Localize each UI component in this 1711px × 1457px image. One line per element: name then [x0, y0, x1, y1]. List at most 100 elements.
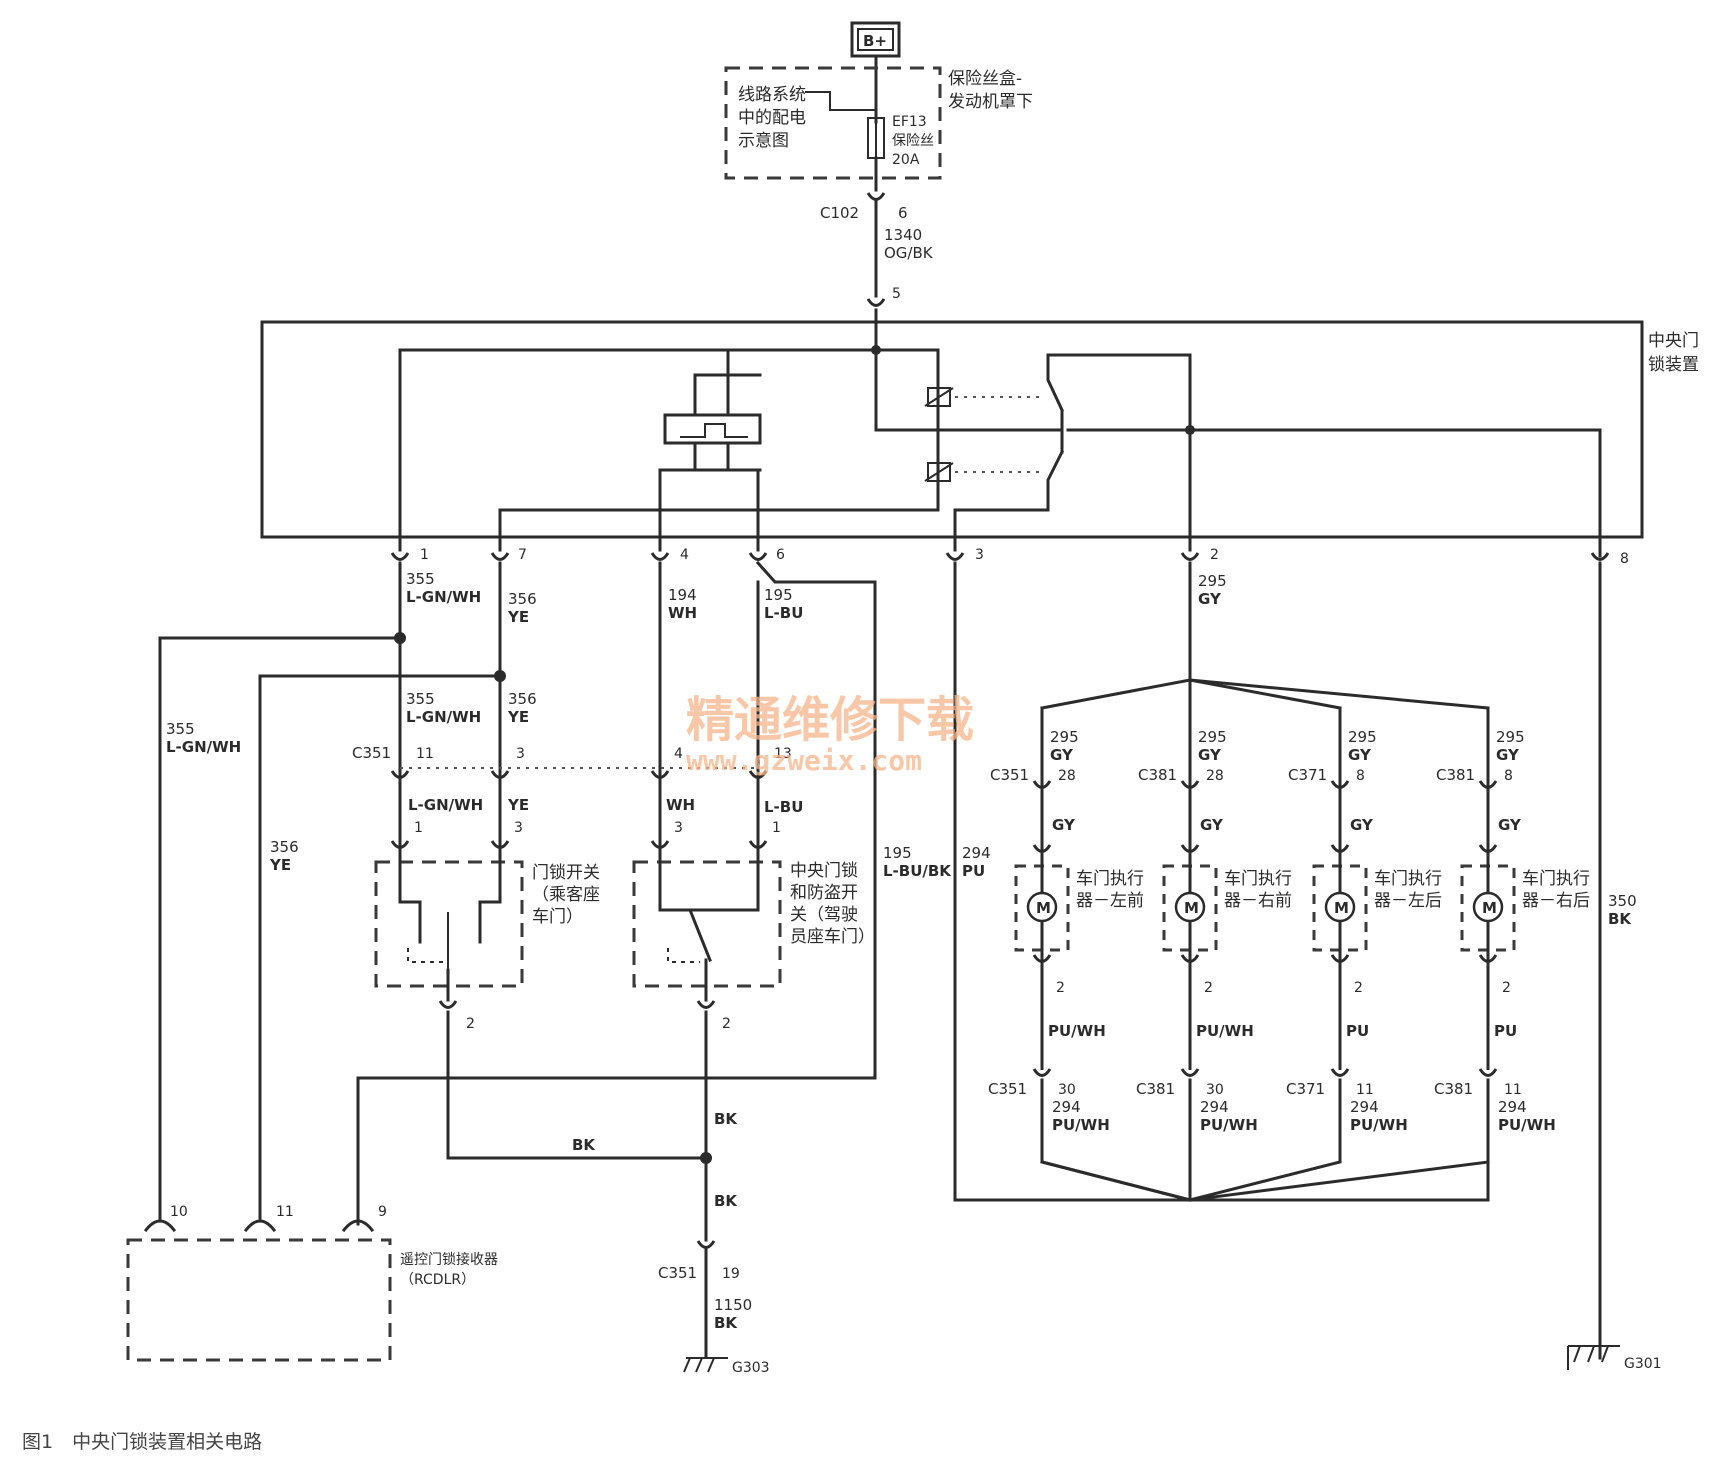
svg-text:2: 2	[1210, 547, 1219, 563]
actuator-top-connector: C351	[990, 766, 1029, 784]
actuator-bottom-color: PU/WH	[1048, 1022, 1106, 1040]
actuator-bottom-pin: 2	[1502, 980, 1511, 996]
c351-connector-row: C351 11 3 4 13	[352, 744, 792, 779]
actuator-top-circuit: 295	[1348, 728, 1377, 746]
motor-icon	[1324, 891, 1356, 923]
svg-text:BK: BK	[714, 1110, 738, 1128]
svg-text:BK: BK	[572, 1136, 596, 1154]
actuator-return-color: PU/WH	[1498, 1116, 1556, 1134]
fuse-ef13: EF13 保险丝 20A	[867, 114, 934, 168]
svg-text:1: 1	[772, 820, 781, 836]
actuator-return-color: PU/WH	[1350, 1116, 1408, 1134]
svg-text:3: 3	[514, 820, 523, 836]
svg-text:356: 356	[508, 590, 537, 608]
motor-icon	[1026, 891, 1058, 923]
svg-text:9: 9	[378, 1204, 387, 1220]
svg-text:350: 350	[1608, 892, 1637, 910]
actuator-bottom-connector-pin: 11	[1356, 1082, 1374, 1098]
svg-text:遥控门锁接收器: 遥控门锁接收器	[400, 1251, 498, 1268]
svg-text:和防盗开: 和防盗开	[790, 883, 858, 903]
svg-text:YE: YE	[269, 856, 291, 874]
svg-text:YE: YE	[507, 608, 529, 626]
actuator-top-pin: 28	[1058, 768, 1076, 784]
actuator-position: 器－左后	[1374, 891, 1442, 911]
svg-text:294: 294	[962, 844, 991, 862]
svg-text:10: 10	[170, 1204, 188, 1220]
svg-text:BK: BK	[714, 1192, 738, 1210]
svg-text:355: 355	[166, 720, 195, 738]
actuator-bottom-connector-pin: 30	[1206, 1082, 1224, 1098]
svg-text:2: 2	[466, 1016, 475, 1032]
svg-text:355: 355	[406, 690, 435, 708]
actuator-bottom-pin: 2	[1204, 980, 1213, 996]
c102-connector	[866, 191, 886, 201]
actuator-bottom-pin: 2	[1354, 980, 1363, 996]
actuator-name: 车门执行	[1522, 869, 1590, 889]
switch-ground-pins: 2 2	[438, 999, 731, 1032]
actuator-gy-label: GY	[1498, 816, 1522, 834]
svg-text:2: 2	[722, 1016, 731, 1032]
svg-text:4: 4	[674, 746, 683, 762]
svg-text:中的配电: 中的配电	[738, 108, 806, 128]
actuator-top-color: GY	[1496, 746, 1520, 764]
svg-text:355: 355	[406, 570, 435, 588]
fusebox-label: 保险丝盒- 发动机罩下	[948, 69, 1033, 112]
svg-text:关（驾驶: 关（驾驶	[790, 905, 858, 925]
actuator-top-pin: 28	[1206, 768, 1224, 784]
svg-text:BK: BK	[714, 1314, 738, 1332]
svg-text:PU: PU	[962, 862, 985, 880]
svg-text:7: 7	[518, 547, 527, 563]
left-wire-labels: 355 L-GN/WH 356 YE 194 WH 195 L-BU 355 L…	[166, 570, 991, 880]
svg-text:1150: 1150	[714, 1296, 752, 1314]
actuator-top-circuit: 295	[1198, 728, 1227, 746]
ground-wiring: BK BK BK C351 19 1150 BK G303	[446, 1010, 770, 1376]
module-pin5: 5	[892, 286, 901, 302]
svg-text:11: 11	[276, 1204, 294, 1220]
svg-text:G301: G301	[1624, 1356, 1662, 1372]
actuator-top-pin: 8	[1504, 768, 1513, 784]
module-label: 中央门 锁装置	[1648, 331, 1699, 375]
svg-text:195: 195	[883, 844, 912, 862]
svg-text:1: 1	[420, 547, 429, 563]
module-pin5-connector	[866, 297, 886, 307]
svg-text:线路系统: 线路系统	[738, 85, 806, 105]
actuator-top-color: GY	[1198, 746, 1222, 764]
actuator-bottom-color: PU	[1494, 1022, 1517, 1040]
svg-text:295: 295	[1198, 572, 1227, 590]
passenger-switch-contacts	[398, 860, 502, 1002]
svg-text:G303: G303	[732, 1360, 770, 1376]
svg-text:锁装置: 锁装置	[1648, 355, 1699, 375]
svg-text:356: 356	[508, 690, 537, 708]
driver-switch-contacts	[658, 860, 760, 1002]
svg-text:L-GN/WH: L-GN/WH	[408, 796, 483, 814]
actuator-bottom-connector: C381	[1434, 1080, 1473, 1098]
actuator-position: 器－右后	[1522, 891, 1590, 911]
receiver-outline	[126, 1238, 392, 1362]
left-wiring	[158, 560, 877, 1226]
actuator-bottom-connector: C381	[1136, 1080, 1175, 1098]
feed-circuit: 1340	[884, 226, 922, 244]
actuator-return-circuit: 294	[1350, 1098, 1379, 1116]
svg-text:4: 4	[680, 547, 689, 563]
receiver-label: 遥控门锁接收器 （RCDLR）	[400, 1251, 498, 1288]
motor-label: M	[1184, 899, 1199, 917]
passenger-switch-outline	[374, 860, 524, 988]
svg-text:19: 19	[722, 1266, 740, 1282]
svg-text:C351: C351	[658, 1264, 697, 1282]
actuator-top-circuit: 295	[1050, 728, 1079, 746]
actuator-return-color: PU/WH	[1052, 1116, 1110, 1134]
actuator-top-color: GY	[1050, 746, 1074, 764]
watermark: 精通维修下载 www.gzweix.com	[686, 692, 974, 777]
svg-text:L-BU: L-BU	[764, 798, 803, 816]
actuator-bottom-color: PU	[1346, 1022, 1369, 1040]
actuator-gy-label: GY	[1200, 816, 1224, 834]
feed-color: OG/BK	[884, 244, 934, 262]
svg-text:20A: 20A	[892, 152, 920, 168]
svg-text:3: 3	[975, 547, 984, 563]
actuator-name: 车门执行	[1224, 869, 1292, 889]
